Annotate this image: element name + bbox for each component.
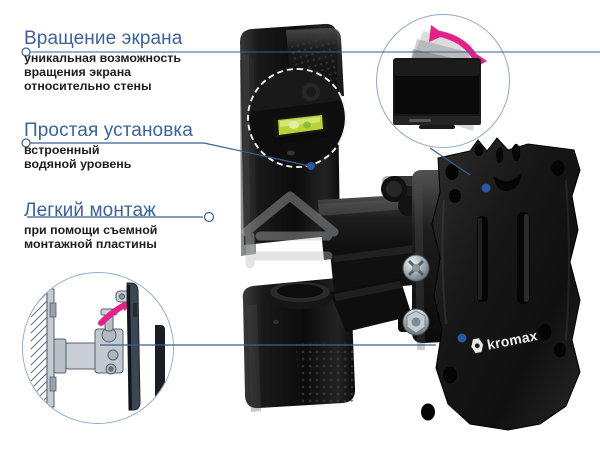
tv-profile <box>126 282 141 411</box>
callout-rotation: Вращение экрана уникальная возможность в… <box>24 28 182 94</box>
bubble-level-magnifier <box>247 68 347 168</box>
spirit-level-vial <box>278 115 323 135</box>
callout-mounting-title: Легкий монтаж <box>24 200 156 221</box>
callout-installation-body: встроенный водяной уровень <box>24 143 132 172</box>
house-watermark-icon <box>241 191 339 269</box>
callout-rotation-title: Вращение экрана <box>24 28 183 49</box>
tv-panel <box>393 58 481 129</box>
callout-installation-title: Простая установка <box>24 120 193 141</box>
mount-center-pivot <box>266 282 334 309</box>
removable-plate-illustration <box>22 272 174 424</box>
hex-bolt-lower <box>398 308 434 336</box>
hex-bolt-upper <box>402 254 430 282</box>
callout-installation: Простая установка встроенный водяной уро… <box>24 120 193 171</box>
mount-lower-body <box>242 277 356 412</box>
callout-mounting-body: при помощи съемной монтажной пластины <box>24 223 158 252</box>
smiley-cutout <box>494 143 522 191</box>
callout-mounting: Легкий монтаж при помощи съемной монтажн… <box>24 200 157 251</box>
vesa-mounting-plate: kromax <box>421 137 581 431</box>
extension-arm <box>318 176 452 332</box>
callout-rotation-body: уникальная возможность вращения экрана о… <box>24 51 181 94</box>
screen-rotation-illustration <box>376 14 510 148</box>
